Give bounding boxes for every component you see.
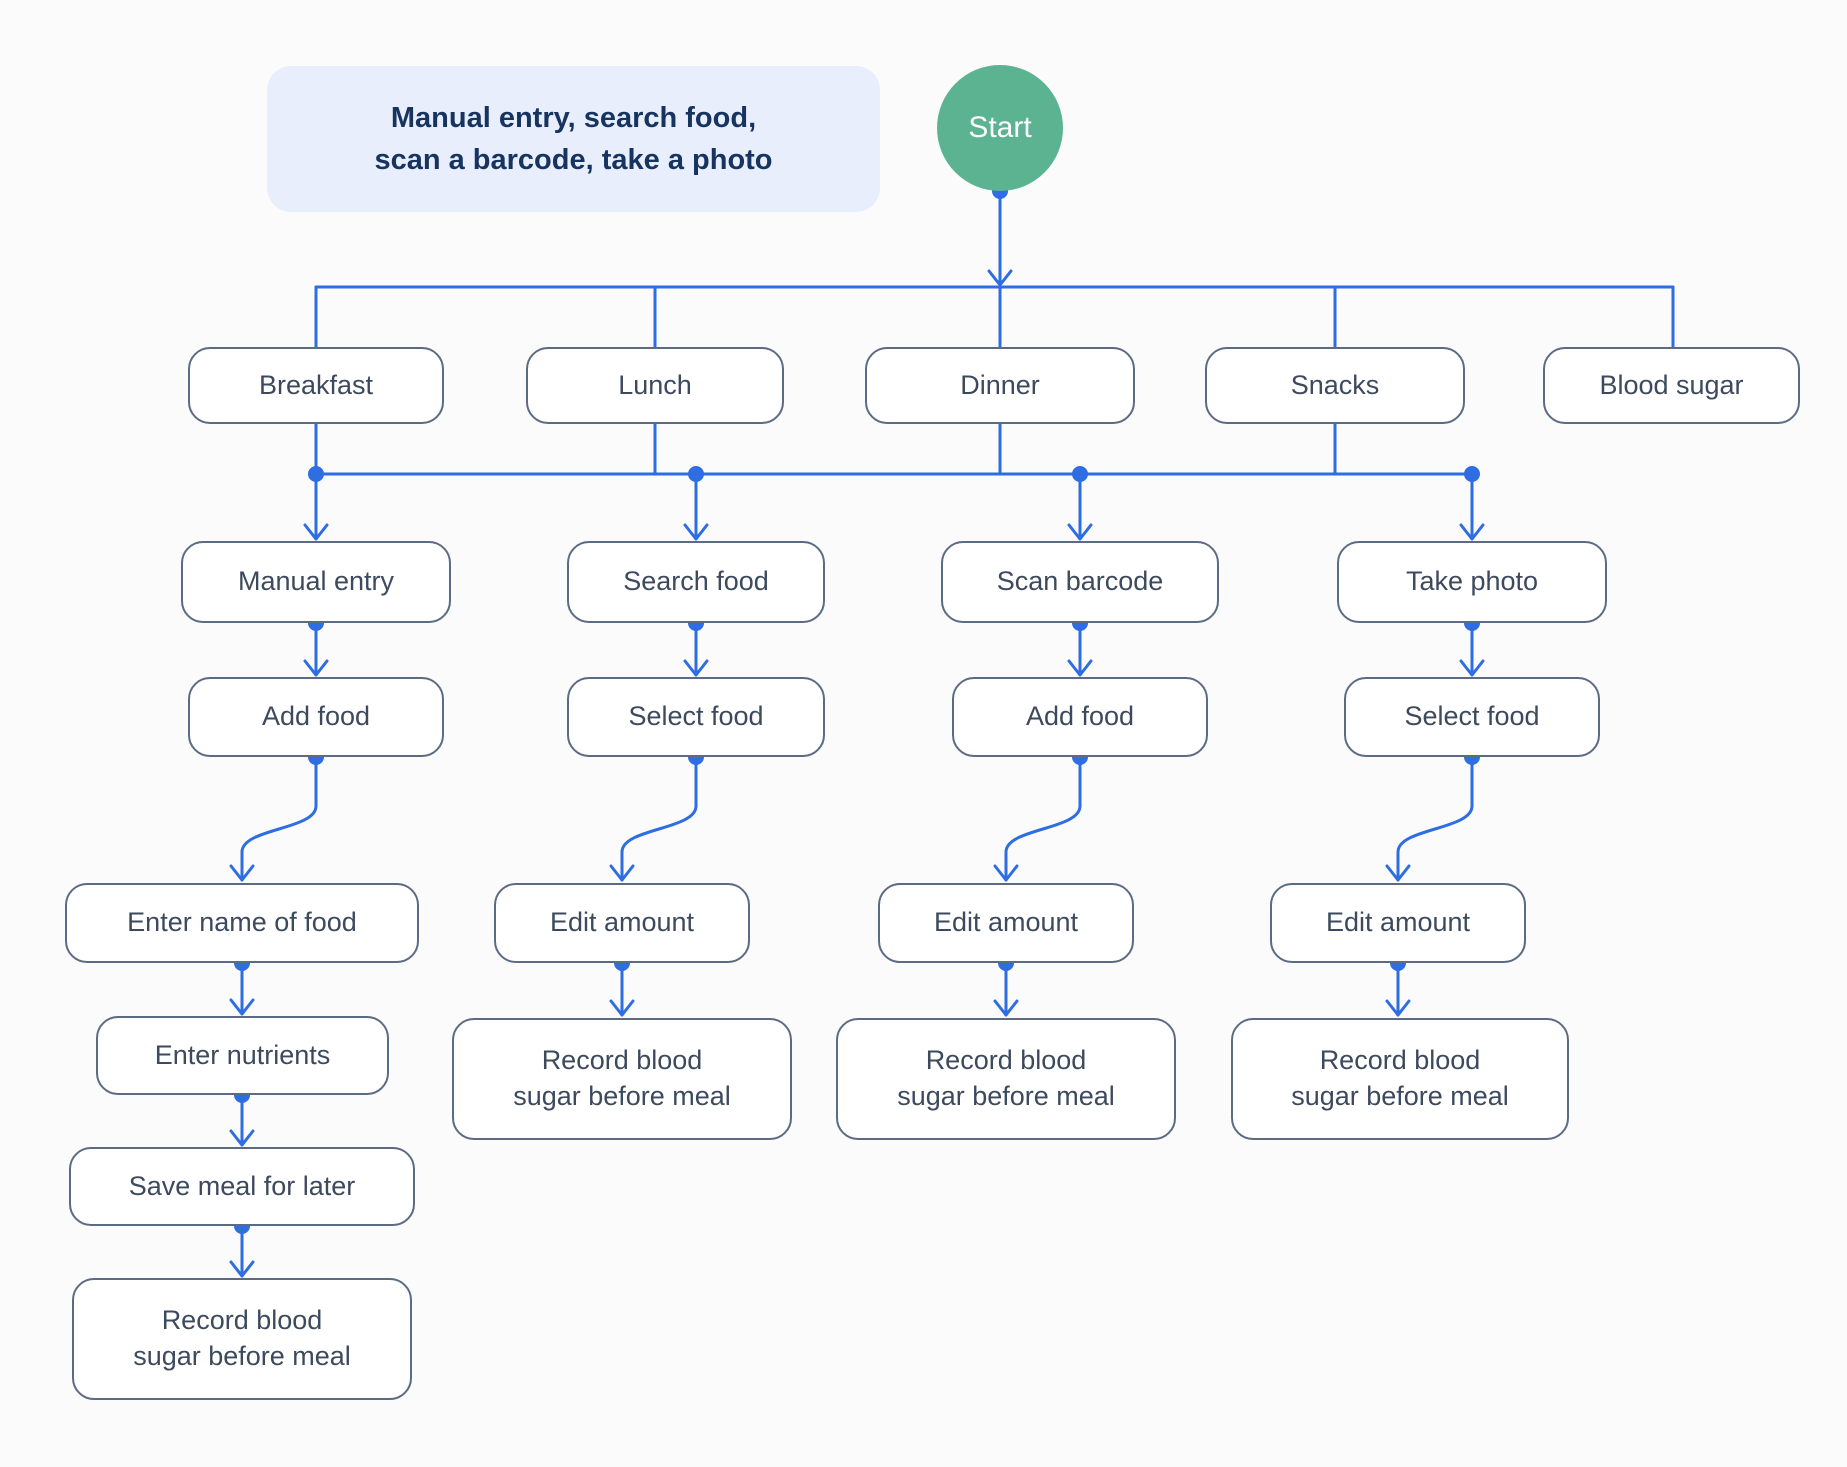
node-record-blood-sugar-3: Record blood sugar before meal — [836, 1018, 1176, 1140]
node-record-blood-sugar-1: Record blood sugar before meal — [72, 1278, 412, 1400]
node-edit-amount-2: Edit amount — [878, 883, 1134, 963]
node-blood-sugar: Blood sugar — [1543, 347, 1800, 424]
start-node: Start — [937, 65, 1063, 191]
node-edit-amount-3: Edit amount — [1270, 883, 1526, 963]
node-label-line: Record blood — [1319, 1045, 1481, 1076]
node-enter-name-of-food: Enter name of food — [65, 883, 419, 963]
annotation-note: Manual entry, search food, scan a barcod… — [267, 66, 880, 212]
note-line-2: scan a barcode, take a photo — [374, 144, 773, 176]
node-search-food: Search food — [567, 541, 825, 623]
node-select-food-2: Select food — [1344, 677, 1600, 757]
node-label-line: sugar before meal — [1291, 1081, 1509, 1111]
node-snacks: Snacks — [1205, 347, 1465, 424]
node-add-food-1: Add food — [188, 677, 444, 757]
node-record-blood-sugar-2: Record blood sugar before meal — [452, 1018, 792, 1140]
note-line-1: Manual entry, search food, — [390, 101, 757, 134]
node-breakfast: Breakfast — [188, 347, 444, 424]
node-save-meal-for-later: Save meal for later — [69, 1147, 415, 1226]
node-add-food-2: Add food — [952, 677, 1208, 757]
node-label-line: Record blood — [161, 1305, 323, 1336]
node-label-line: sugar before meal — [897, 1081, 1115, 1111]
node-label-line: sugar before meal — [513, 1081, 731, 1111]
node-enter-nutrients: Enter nutrients — [96, 1016, 389, 1095]
node-dinner: Dinner — [865, 347, 1135, 424]
node-edit-amount-1: Edit amount — [494, 883, 750, 963]
node-record-blood-sugar-4: Record blood sugar before meal — [1231, 1018, 1569, 1140]
node-label-line: sugar before meal — [133, 1341, 351, 1371]
node-select-food-1: Select food — [567, 677, 825, 757]
node-scan-barcode: Scan barcode — [941, 541, 1219, 623]
node-label-line: Record blood — [925, 1045, 1087, 1076]
node-label-line: Record blood — [541, 1045, 703, 1076]
node-manual-entry: Manual entry — [181, 541, 451, 623]
node-take-photo: Take photo — [1337, 541, 1607, 623]
node-lunch: Lunch — [526, 347, 784, 424]
